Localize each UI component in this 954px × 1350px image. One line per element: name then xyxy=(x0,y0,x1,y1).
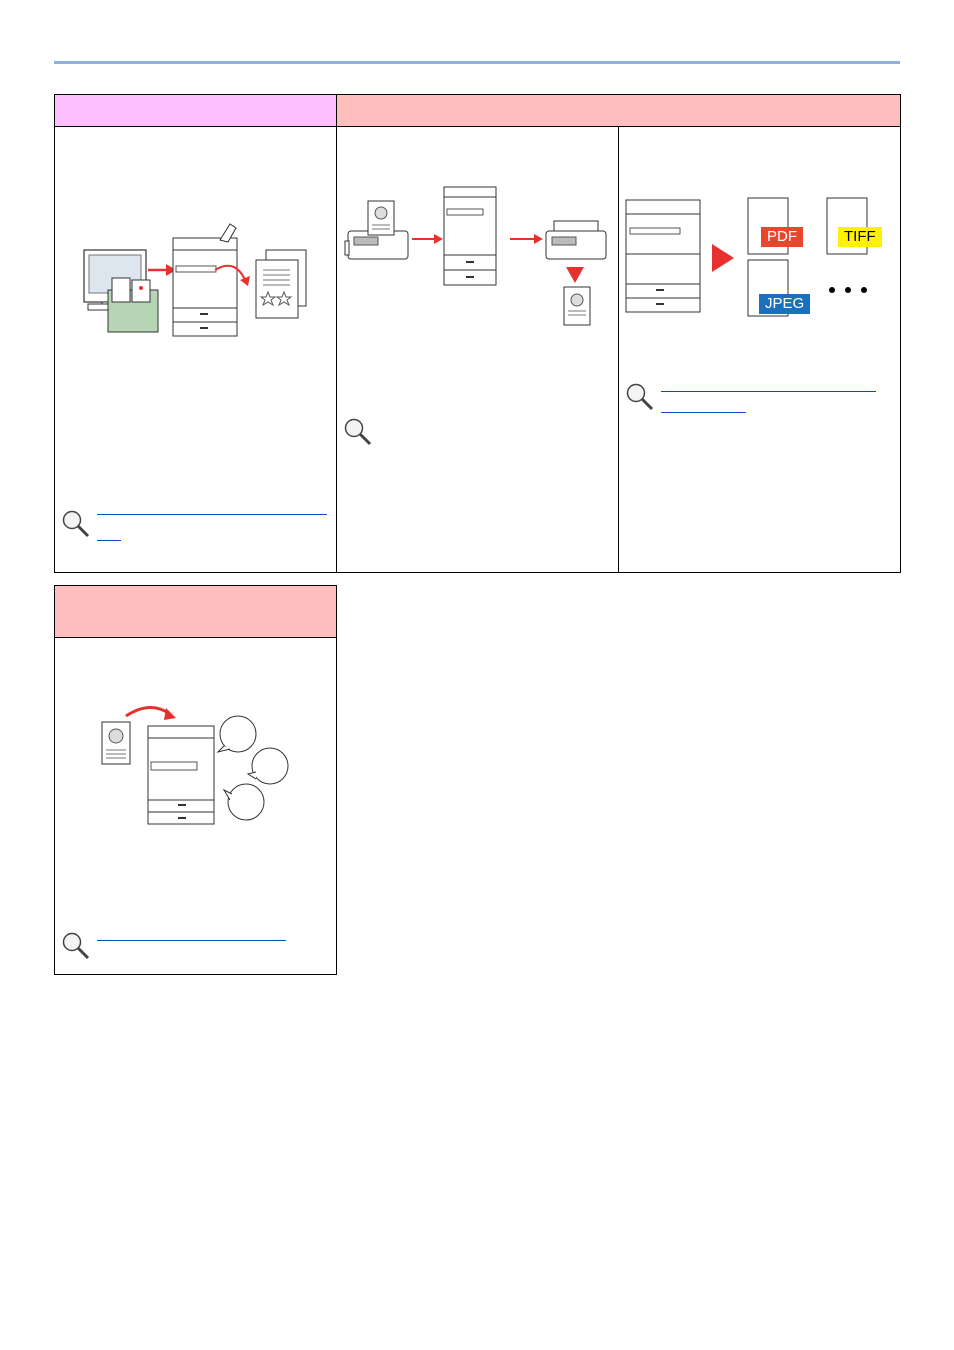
voice-illustration xyxy=(101,706,289,825)
reference-link-scan-cont[interactable] xyxy=(661,412,746,413)
reference-link-print-cont[interactable] xyxy=(97,540,121,541)
header-cell-left xyxy=(54,94,337,127)
top-rule xyxy=(54,61,900,64)
magnifier-icon xyxy=(62,932,90,960)
format-label-jpeg: JPEG xyxy=(759,294,811,314)
print-illustration xyxy=(83,223,307,337)
fax-illustration xyxy=(344,186,607,326)
scan-illustration xyxy=(625,197,868,317)
reference-link-print[interactable] xyxy=(97,514,327,515)
format-label-pdf: PDF xyxy=(761,227,803,247)
reference-link-scan[interactable] xyxy=(661,391,876,392)
panel-voice xyxy=(54,637,337,975)
more-formats-dots xyxy=(829,287,867,293)
panel-scan xyxy=(618,126,901,573)
magnifier-icon xyxy=(626,383,654,411)
panel-print xyxy=(54,126,337,573)
magnifier-icon xyxy=(62,510,90,538)
header-cell-bottom xyxy=(54,585,337,638)
header-cell-right xyxy=(336,94,901,127)
reference-link-voice[interactable] xyxy=(97,940,286,941)
magnifier-icon xyxy=(344,418,372,446)
format-label-tiff: TIFF xyxy=(838,227,882,247)
